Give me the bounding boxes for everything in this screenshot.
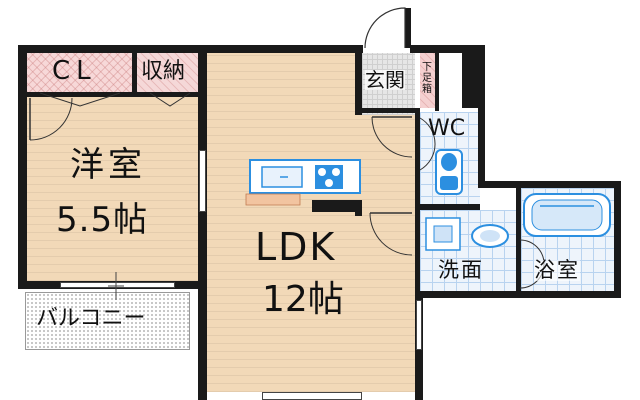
- western-room-door: [29, 97, 73, 141]
- balcony-label: バルコニー: [36, 306, 146, 331]
- balcony-window: [60, 282, 175, 288]
- wall-ldk-partition: [355, 200, 362, 216]
- shoe-box-label: 下足箱: [422, 62, 432, 95]
- outer-wall-bath-top: [478, 181, 620, 188]
- toilet-door: [419, 117, 436, 171]
- closet-label: CL: [52, 56, 97, 86]
- western-room-label: 洋室: [70, 145, 146, 185]
- bathtub: [523, 193, 611, 237]
- bathroom-label: 浴室: [534, 258, 580, 282]
- western-side-window: [199, 150, 206, 212]
- toilet-bowl: [435, 149, 463, 195]
- washroom-label: 洗面: [438, 258, 484, 282]
- kitchen-counter: [245, 159, 361, 212]
- balcony-floor: [25, 292, 190, 350]
- entrance-door: [371, 116, 413, 158]
- ldk-label: LDK: [255, 225, 337, 269]
- wall-toilet-bottom: [420, 204, 480, 210]
- ldk-right-window: [416, 300, 422, 350]
- storage-label: 収納: [141, 59, 186, 84]
- toilet-label: WC: [428, 116, 466, 141]
- ldk-size-label: 12帖: [262, 279, 344, 320]
- outer-wall-right-upper: [478, 45, 485, 185]
- closet-floor: [27, 53, 132, 92]
- wall-toilet-left: [415, 108, 420, 298]
- western-room-floor: [27, 97, 198, 281]
- shoe-box-floor: [420, 53, 435, 108]
- washroom-door: [369, 212, 413, 256]
- wall-entrance-ldk: [355, 53, 362, 115]
- outer-wall-left: [18, 45, 27, 289]
- storage-floor: [137, 53, 201, 92]
- wall-shoe-box-right: [435, 53, 439, 111]
- wall-wash-bath: [516, 188, 521, 298]
- wall-right-dark-block: [462, 53, 478, 108]
- wash-basin: [425, 217, 509, 251]
- outer-wall-ldk-left: [198, 281, 207, 400]
- outer-wall-bath-right: [614, 181, 621, 298]
- wall-closet-storage: [132, 53, 137, 92]
- outer-wall-top-right: [410, 45, 485, 53]
- outer-wall-top: [18, 45, 363, 53]
- closet-door: [39, 92, 191, 107]
- front-door: [364, 7, 411, 49]
- wall-entrance-bottom: [362, 108, 420, 113]
- western-size-label: 5.5帖: [56, 200, 149, 240]
- entrance-label: 玄関: [365, 68, 405, 92]
